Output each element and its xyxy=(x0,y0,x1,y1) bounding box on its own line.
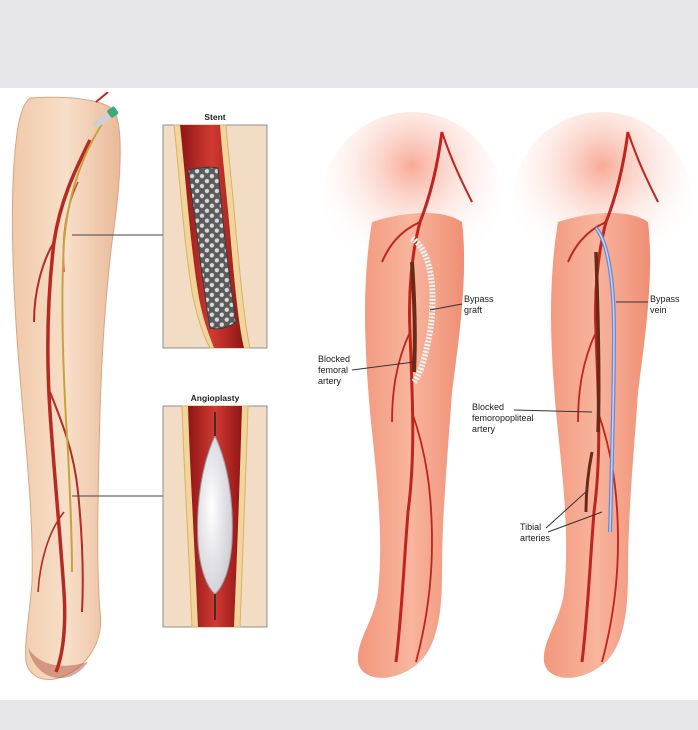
label-tibial-arteries: Tibial arteries xyxy=(520,522,551,543)
stent-inset: Stent xyxy=(163,112,267,348)
label-bypass-vein: Bypass vein xyxy=(650,294,682,315)
left-leg xyxy=(12,97,120,679)
label-bypass-graft: Bypass graft xyxy=(464,294,496,315)
leg-bypass-vein xyxy=(512,112,692,678)
stent-title: Stent xyxy=(204,112,225,122)
angioplasty-inset: Angioplasty xyxy=(163,393,267,627)
label-blocked-femoropopliteal-artery: Blocked femoropopliteal artery xyxy=(472,402,536,434)
stent-angioplasty-svg: Stent Angioplasty xyxy=(4,92,286,698)
label-blocked-femoral-artery: Blocked femoral artery xyxy=(318,354,353,386)
bypass-svg: Bypass graft Blocked femoral artery Bypa… xyxy=(292,92,698,698)
top-band xyxy=(0,0,698,88)
bypass-illustration: Bypass graft Blocked femoral artery Bypa… xyxy=(292,92,698,698)
angioplasty-title: Angioplasty xyxy=(191,393,240,403)
leg-bypass-graft xyxy=(322,112,502,678)
bottom-band xyxy=(0,700,698,730)
stent-angioplasty-illustration: Stent Angioplasty xyxy=(4,92,286,698)
